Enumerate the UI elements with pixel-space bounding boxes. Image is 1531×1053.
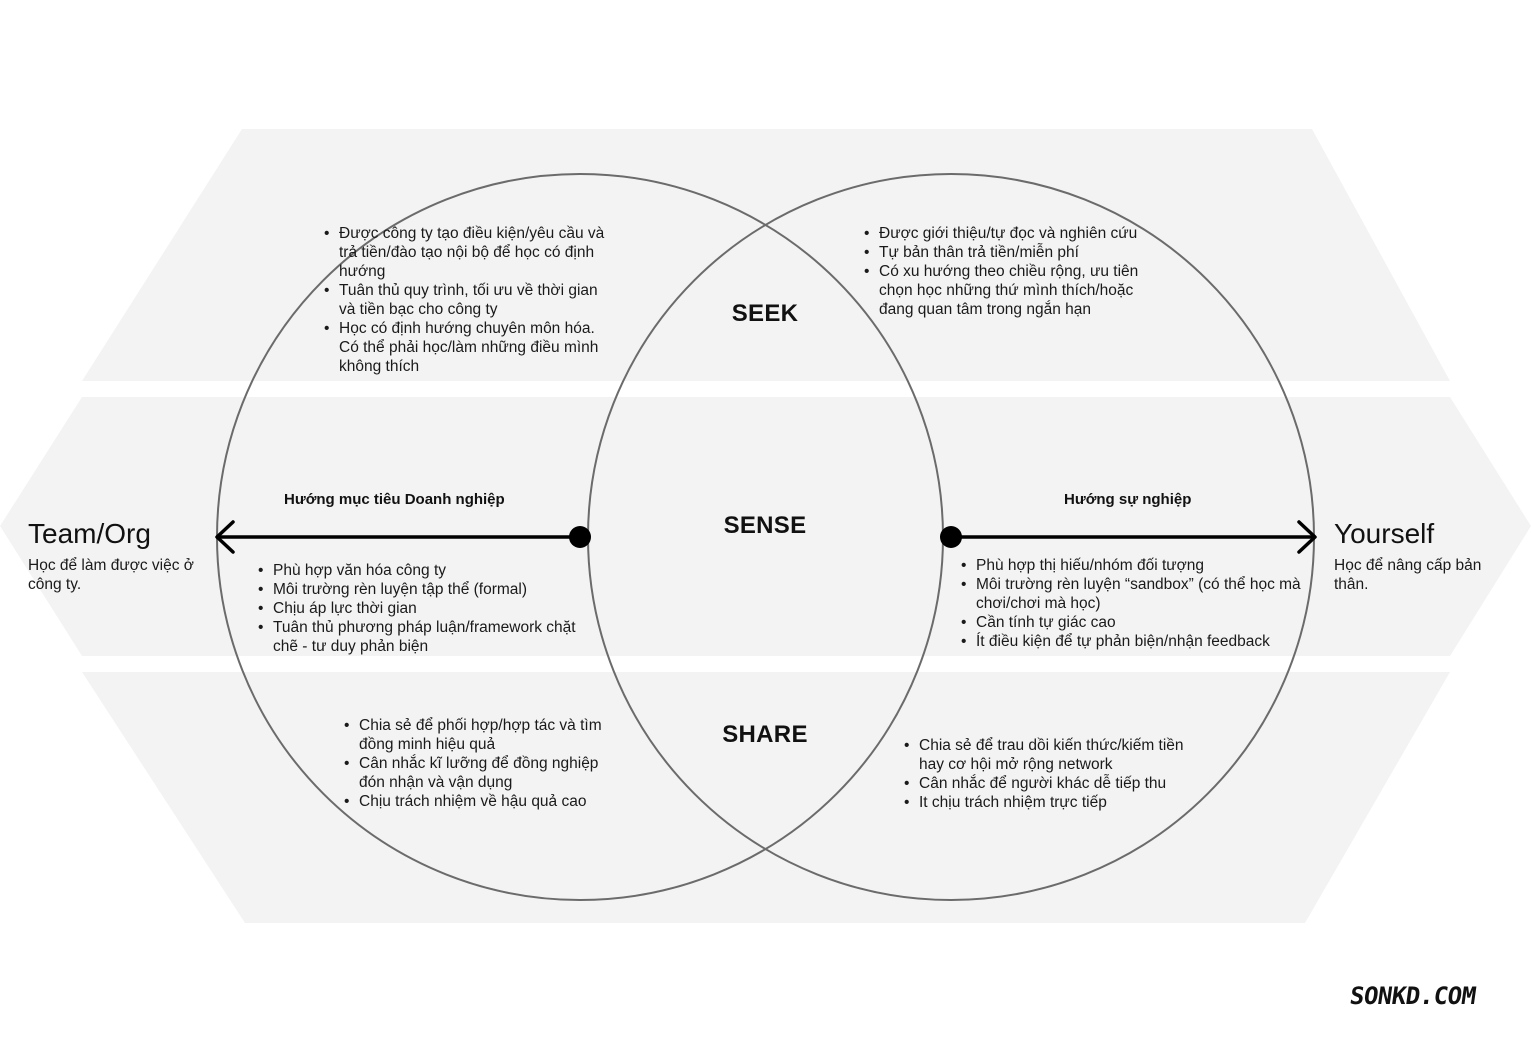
band-share	[82, 672, 1450, 923]
band-label-sense: SENSE	[723, 512, 807, 539]
seek-right-list: Được giới thiệu/tự đọc và nghiên cứu Tự …	[864, 224, 1164, 319]
band-label-seek: SEEK	[731, 300, 799, 327]
list-item: Phù hợp thị hiếu/nhóm đối tượng	[961, 556, 1301, 575]
arrow-left-origin-dot	[569, 526, 591, 548]
right-side-subtitle: Học để nâng cấp bản thân.	[1334, 557, 1482, 593]
list-item: Được công ty tạo điều kiện/yêu cầu và tr…	[324, 224, 614, 281]
seek-left-list: Được công ty tạo điều kiện/yêu cầu và tr…	[324, 224, 614, 376]
brand-logo: SONKD.COM	[1348, 982, 1478, 1010]
seek-left-text: Được công ty tạo điều kiện/yêu cầu và tr…	[324, 224, 614, 376]
seek-right-text: Được giới thiệu/tự đọc và nghiên cứu Tự …	[864, 224, 1164, 319]
list-item: Cân nhắc để người khác dễ tiếp thu	[904, 774, 1194, 793]
list-item: Được giới thiệu/tự đọc và nghiên cứu	[864, 224, 1164, 243]
list-item: Chia sẻ để phối hợp/hợp tác và tìm đồng …	[344, 716, 619, 754]
list-item: Phù hợp văn hóa công ty	[258, 561, 603, 580]
arrow-left-head	[215, 520, 235, 554]
left-direction-label: Hướng mục tiêu Doanh nghiệp	[284, 491, 505, 508]
list-item: Tuân thủ phương pháp luận/framework chặt…	[258, 618, 603, 656]
list-item: Môi trường rèn luyện tập thể (formal)	[258, 580, 603, 599]
share-right-list: Chia sẻ để trau dồi kiến thức/kiếm tiền …	[904, 736, 1194, 812]
share-left-list: Chia sẻ để phối hợp/hợp tác và tìm đồng …	[344, 716, 619, 811]
sense-right-list: Phù hợp thị hiếu/nhóm đối tượng Môi trườ…	[961, 556, 1301, 651]
arrow-right-origin-dot	[940, 526, 962, 548]
band-label-share: SHARE	[722, 721, 808, 748]
left-side-title: Team/Org	[28, 518, 151, 549]
list-item: Cần tính tự giác cao	[961, 613, 1301, 632]
list-item: Cân nhắc kĩ lưỡng để đồng nghiệp đón nhậ…	[344, 754, 619, 792]
share-left-text: Chia sẻ để phối hợp/hợp tác và tìm đồng …	[344, 716, 619, 811]
list-item: Tự bản thân trả tiền/miễn phí	[864, 243, 1164, 262]
list-item: Chịu trách nhiệm về hậu quả cao	[344, 792, 619, 811]
list-item: Môi trường rèn luyện “sandbox” (có thể h…	[961, 575, 1301, 613]
list-item: Có xu hướng theo chiều rộng, ưu tiên chọ…	[864, 262, 1164, 319]
list-item: Học có định hướng chuyên môn hóa. Có thể…	[324, 319, 614, 376]
list-item: Tuân thủ quy trình, tối ưu về thời gian …	[324, 281, 614, 319]
left-side-subtitle: Học để làm được việc ở công ty.	[28, 557, 194, 593]
sense-right-text: Phù hợp thị hiếu/nhóm đối tượng Môi trườ…	[961, 556, 1301, 651]
sense-left-list: Phù hợp văn hóa công ty Môi trường rèn l…	[258, 561, 603, 656]
sense-left-text: Phù hợp văn hóa công ty Môi trường rèn l…	[258, 561, 603, 656]
list-item: Chịu áp lực thời gian	[258, 599, 603, 618]
right-side-title: Yourself	[1334, 518, 1435, 549]
arrow-right-head	[1297, 520, 1317, 554]
right-direction-label: Hướng sự nghiệp	[1064, 491, 1192, 508]
list-item: Chia sẻ để trau dồi kiến thức/kiếm tiền …	[904, 736, 1194, 774]
share-right-text: Chia sẻ để trau dồi kiến thức/kiếm tiền …	[904, 736, 1194, 812]
list-item: Ít điều kiện để tự phản biện/nhận feedba…	[961, 632, 1301, 651]
band-seek	[82, 129, 1450, 381]
list-item: It chịu trách nhiệm trực tiếp	[904, 793, 1194, 812]
